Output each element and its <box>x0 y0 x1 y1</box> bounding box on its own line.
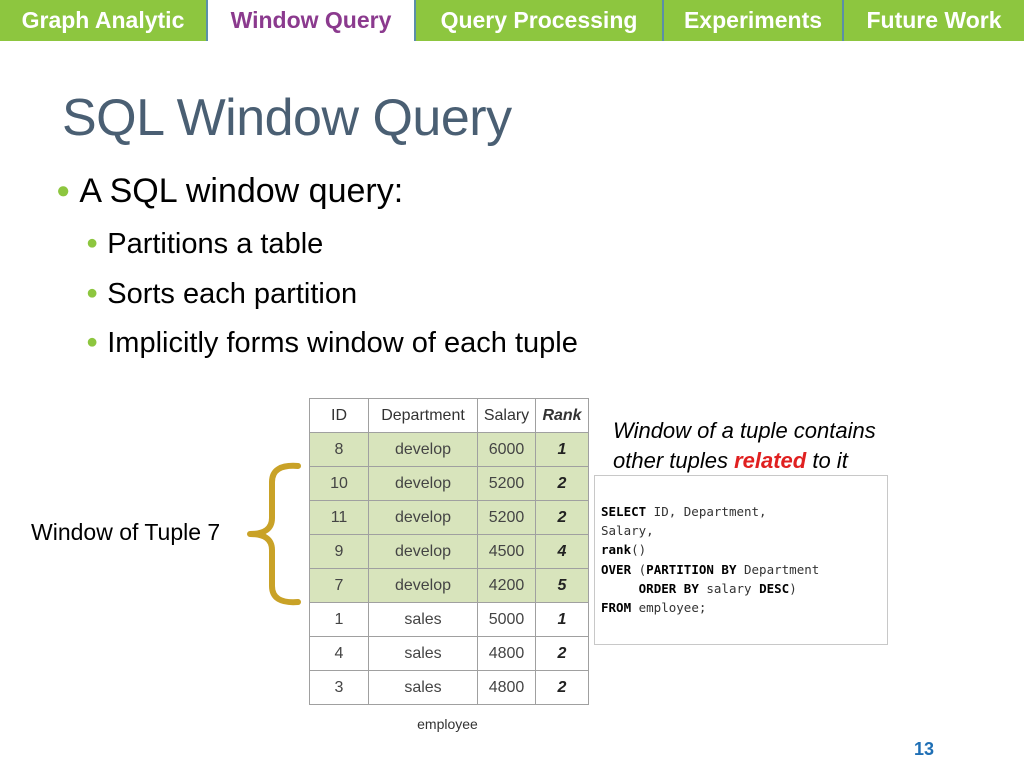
table-row: 7 develop 4200 5 <box>309 568 589 603</box>
table-row: 3 sales 4800 2 <box>309 670 589 705</box>
cell-rank: 2 <box>535 500 589 535</box>
sql-line: Salary, <box>601 521 887 540</box>
bullet-dot-icon: ● <box>86 331 99 354</box>
table-caption: employee <box>417 716 478 732</box>
cell-rank: 1 <box>535 602 589 637</box>
employee-table: ID Department Salary Rank 8 develop 6000… <box>309 398 589 705</box>
table-row: 9 develop 4500 4 <box>309 534 589 569</box>
cell-salary: 5000 <box>477 602 536 637</box>
sub-bullet: ● Sorts each partition <box>86 278 357 311</box>
tab-graph-analytic[interactable]: Graph Analytic <box>0 0 208 41</box>
annotation-line-1: Window of a tuple contains <box>613 418 876 443</box>
sql-keyword: OVER <box>601 561 632 577</box>
sql-keyword: PARTITION BY <box>646 561 737 577</box>
sql-code-box: SELECT ID, Department, Salary, rank() OV… <box>594 475 888 645</box>
sql-line: FROM employee; <box>601 598 887 617</box>
annotation-line-2-suffix: to it <box>806 448 848 473</box>
column-header-rank: Rank <box>535 398 589 433</box>
cell-salary: 4800 <box>477 670 536 705</box>
table-header-row: ID Department Salary Rank <box>309 398 589 433</box>
sub-bullet: ● Implicitly forms window of each tuple <box>86 327 578 360</box>
sql-text: Department <box>736 561 820 577</box>
sql-text: ( <box>631 561 647 577</box>
cell-salary: 4200 <box>477 568 536 603</box>
cell-salary: 5200 <box>477 466 536 501</box>
sql-text: ID, Department, <box>646 504 767 519</box>
table-row: 4 sales 4800 2 <box>309 636 589 671</box>
cell-rank: 2 <box>535 466 589 501</box>
cell-rank: 1 <box>535 432 589 467</box>
table-row: 1 sales 5000 1 <box>309 602 589 637</box>
tab-query-processing[interactable]: Query Processing <box>416 0 664 41</box>
cell-id: 7 <box>309 568 369 603</box>
cell-department: develop <box>368 466 478 501</box>
cell-department: develop <box>368 534 478 569</box>
column-header-department: Department <box>368 398 478 433</box>
sql-keyword: SELECT <box>601 504 647 519</box>
sql-keyword: DESC <box>759 580 790 596</box>
window-annotation: Window of a tuple contains other tuples … <box>613 416 876 476</box>
annotation-related-highlight: related <box>734 448 807 473</box>
cell-id: 8 <box>309 432 369 467</box>
sql-text: employee; <box>631 600 707 616</box>
sql-line: SELECT ID, Department, <box>601 502 887 521</box>
sub-bullet-text: Sorts each partition <box>107 278 358 310</box>
column-header-salary: Salary <box>477 398 536 433</box>
sql-text: ) <box>789 580 797 596</box>
sql-line: rank() <box>601 540 887 559</box>
brace-label: Window of Tuple 7 <box>31 519 221 545</box>
top-navigation-bar: Graph Analytic Window Query Query Proces… <box>0 0 1024 41</box>
cell-id: 4 <box>309 636 369 671</box>
main-bullet: ● A SQL window query: <box>56 172 403 211</box>
cell-salary: 6000 <box>477 432 536 467</box>
table-row: 8 develop 6000 1 <box>309 432 589 467</box>
sql-line: OVER (PARTITION BY Department <box>601 560 887 579</box>
sql-text: () <box>631 542 647 558</box>
main-bullet-text: A SQL window query: <box>79 172 404 210</box>
cell-id: 1 <box>309 602 369 637</box>
table-row: 11 develop 5200 2 <box>309 500 589 535</box>
cell-id: 10 <box>309 466 369 501</box>
cell-department: sales <box>368 602 478 637</box>
sub-bullet-text: Implicitly forms window of each tuple <box>107 327 578 359</box>
sql-keyword: ORDER BY <box>638 580 699 596</box>
cell-department: develop <box>368 568 478 603</box>
bullet-dot-icon: ● <box>86 282 99 305</box>
cell-salary: 4800 <box>477 636 536 671</box>
cell-department: sales <box>368 636 478 671</box>
bullet-dot-icon: ● <box>86 232 99 255</box>
tab-window-query[interactable]: Window Query <box>208 0 416 41</box>
annotation-line-2-prefix: other tuples <box>613 448 735 473</box>
tab-future-work[interactable]: Future Work <box>866 7 1002 33</box>
sql-line: ORDER BY salary DESC) <box>601 579 887 598</box>
cell-rank: 4 <box>535 534 589 569</box>
sub-bullet: ● Partitions a table <box>86 228 323 261</box>
cell-id: 11 <box>309 500 369 535</box>
cell-rank: 2 <box>535 636 589 671</box>
table-row: 10 develop 5200 2 <box>309 466 589 501</box>
sql-keyword: FROM <box>601 600 632 616</box>
cell-department: develop <box>368 500 478 535</box>
bullet-dot-icon: ● <box>56 176 71 204</box>
sub-bullet-text: Partitions a table <box>107 228 324 260</box>
cell-department: develop <box>368 432 478 467</box>
sql-text: Salary, <box>601 523 654 539</box>
cell-id: 9 <box>309 534 369 569</box>
sql-text: salary <box>698 580 760 596</box>
slide-title: SQL Window Query <box>62 89 512 147</box>
column-header-id: ID <box>309 398 369 433</box>
cell-rank: 5 <box>535 568 589 603</box>
cell-rank: 2 <box>535 670 589 705</box>
curly-brace-icon <box>247 462 301 606</box>
sql-keyword: rank <box>601 542 632 558</box>
cell-id: 3 <box>309 670 369 705</box>
cell-department: sales <box>368 670 478 705</box>
cell-salary: 5200 <box>477 500 536 535</box>
tab-experiments[interactable]: Experiments <box>664 0 844 41</box>
cell-salary: 4500 <box>477 534 536 569</box>
sql-indent <box>601 581 639 596</box>
page-number: 13 <box>914 739 935 759</box>
